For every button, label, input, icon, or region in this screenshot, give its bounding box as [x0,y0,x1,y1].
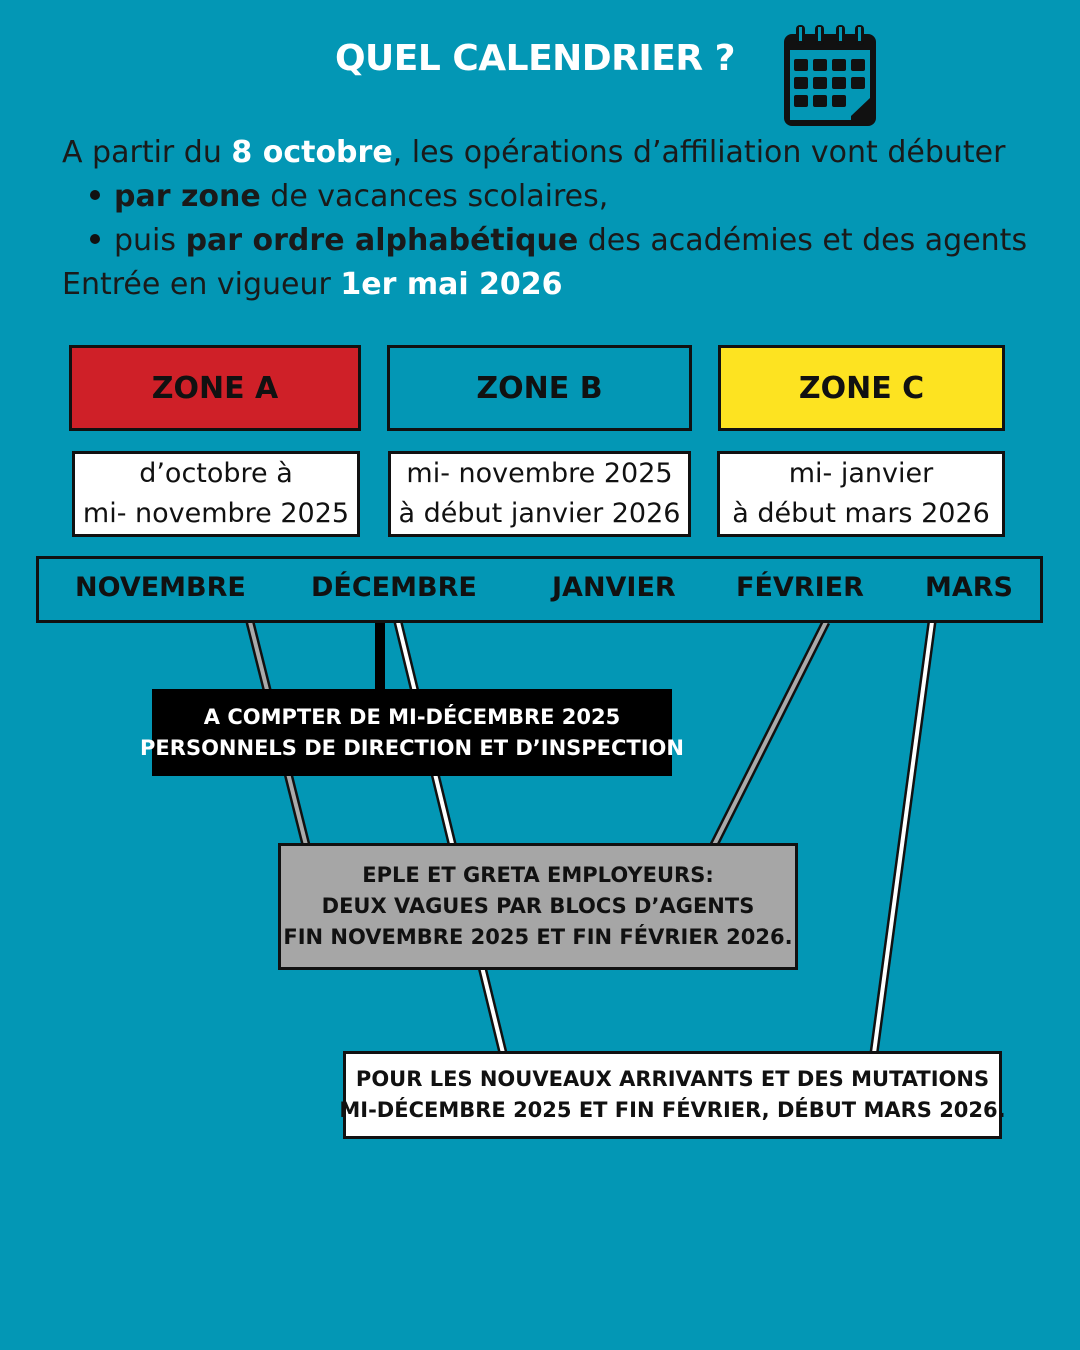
intro-line-1: A partir du 8 octobre, les opérations d’… [62,135,1006,170]
bullet-icon [90,233,100,244]
connector-new-dec [393,620,508,1055]
intro-bullet-1: par zone de vacances scolaires, [90,179,608,214]
page-title: QUEL CALENDRIER ? [334,38,736,79]
month-decembre: DÉCEMBRE [311,572,477,603]
bullet-icon [90,189,100,200]
months-timeline [36,556,1043,623]
month-janvier: JANVIER [552,572,676,603]
month-fevrier: FÉVRIER [736,572,864,603]
new-arrivals-box: POUR LES NOUVEAUX ARRIVANTS ET DES MUTAT… [339,1051,1006,1139]
connector-eple-feb [709,619,831,848]
intro-line-4: Entrée en vigueur 1er mai 2026 [62,267,563,302]
direction-staff-box: A COMPTER DE MI-DÉCEMBRE 2025 PERSONNELS… [140,689,684,776]
zone-b-header: ZONE B [387,345,692,431]
intro-bullet-2: puis par ordre alphabétique des académie… [90,223,1027,258]
effective-date: 1er mai 2026 [340,267,563,302]
start-date: 8 octobre [231,135,393,170]
eple-greta-box: EPLE ET GRETA EMPLOYEURS: DEUX VAGUES PA… [278,843,798,970]
zone-c-header: ZONE C [718,345,1005,431]
month-novembre: NOVEMBRE [75,572,246,603]
connector-new-mar [869,621,937,1054]
calendar-icon [784,25,876,126]
month-mars: MARS [925,572,1014,603]
zone-a-header: ZONE A [69,345,361,431]
